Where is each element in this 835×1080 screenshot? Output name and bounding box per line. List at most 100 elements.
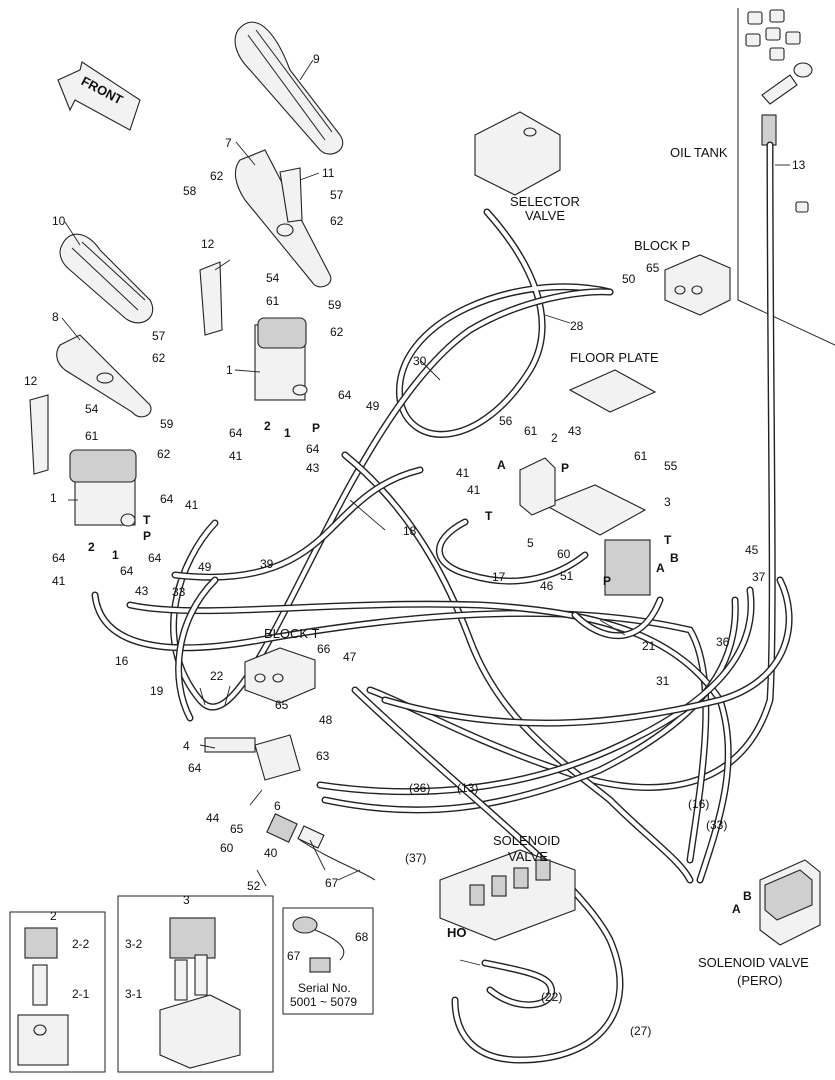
selector-valve-label-2: VALVE [525,208,565,223]
callout-12-b: 12 [24,374,38,388]
callout-33: 33 [172,585,186,599]
port-1-a: 1 [284,426,291,440]
callout-1-b: 1 [50,491,57,505]
callout-57-b: 57 [152,329,166,343]
callout-9: 9 [313,52,320,66]
callout-1-a: 1 [226,363,233,377]
section-labels: OIL TANK SELECTOR VALVE BLOCK P FLOOR PL… [264,145,809,1009]
callout-4: 4 [183,739,190,753]
callout-7: 7 [225,136,232,150]
callout-43-a: 43 [306,461,320,475]
callout-48: 48 [319,713,333,727]
callout-54-b: 54 [85,402,99,416]
leader-lines [61,59,790,966]
callout-64-b: 64 [229,426,243,440]
port-1-b: 1 [112,548,119,562]
ho-label: HO [447,925,467,940]
callout-8: 8 [52,310,59,324]
manifold-block [519,457,651,596]
port-t-c: T [664,533,672,547]
detail-box-2 [9,911,106,1073]
port-p-c: P [561,461,569,475]
callout-66: 66 [317,642,331,656]
callout-44: 44 [206,811,220,825]
callout-45: 45 [745,543,759,557]
detail-3-parts [159,917,241,1069]
callout-13-a: 13 [792,158,806,172]
callout-55: 55 [664,459,678,473]
callout-64-a: 64 [338,388,352,402]
control-valve-lower [69,449,137,527]
port-2-b: 2 [88,540,95,554]
pressure-switch-40 [266,813,325,849]
port-a-a: A [497,458,506,472]
callout-18: 18 [403,524,417,538]
callout-65-a: 65 [646,261,660,275]
oil-tank-label: OIL TANK [670,145,728,160]
callout-62-a: 62 [210,169,224,183]
bracket-12 [29,261,223,475]
callout-17: 17 [492,570,506,584]
block-p-label: BLOCK P [634,238,690,253]
callout-56: 56 [499,414,513,428]
solenoid-pero-label-1: SOLENOID VALVE [698,955,809,970]
callout-11: 11 [322,166,335,180]
callout-31: 31 [656,674,670,688]
detail-2-parts [17,927,69,1066]
detail-box-3 [117,895,274,1073]
serial-label-1: Serial No. [298,981,351,995]
selector-valve [474,111,561,196]
port-b-a: B [670,551,679,565]
callout-67-a: 67 [325,876,339,890]
callout-49-b: 49 [198,560,212,574]
callout-10: 10 [52,214,66,228]
callout-62-b: 62 [330,214,344,228]
callout-39: 39 [260,557,274,571]
callout-3-a: 3 [664,495,671,509]
callout-57-a: 57 [330,188,344,202]
callout-43-b: 43 [135,584,149,598]
callout-6: 6 [274,799,281,813]
callout-65-b: 65 [275,698,289,712]
block-t [244,647,316,704]
callout-3-box: 3 [183,893,190,907]
callout-61-a: 61 [266,294,280,308]
callout-22: 22 [210,669,224,683]
callout-41-e: 41 [467,483,481,497]
callout-21: 21 [642,639,656,653]
callout-p33: (33) [706,818,727,832]
solenoid-pero-label-2: (PERO) [737,973,783,988]
callout-65-c: 65 [230,822,244,836]
callout-3-1: 3-1 [125,987,143,1001]
port-p-b: P [143,529,151,543]
port-t-b: T [485,509,493,523]
callout-37-a: 37 [752,570,766,584]
callout-p22: (22) [541,990,562,1004]
callout-p13: (13) [457,781,478,795]
callout-63: 63 [316,749,330,763]
pedal-10 [59,233,153,324]
detail-box-serial [282,907,374,1015]
callout-64-g: 64 [120,564,134,578]
callout-49-a: 49 [366,399,380,413]
callout-52: 52 [247,879,261,893]
callout-64-f: 64 [148,551,162,565]
port-2-a: 2 [264,419,271,433]
callout-64-e: 64 [52,551,66,565]
callout-16: 16 [115,654,129,668]
callout-61-b: 61 [85,429,99,443]
callout-28: 28 [570,319,584,333]
solenoid-valve-pero [759,859,821,946]
floor-plate-label: FLOOR PLATE [570,350,659,365]
callout-12-a: 12 [201,237,215,251]
callout-41-d: 41 [456,466,470,480]
port-a-b: A [656,561,665,575]
callout-p16: (16) [688,797,709,811]
port-p-a: P [312,421,320,435]
callout-64-d: 64 [160,492,174,506]
port-a-c: A [732,902,741,916]
callout-59-b: 59 [160,417,174,431]
callout-2-1: 2-1 [72,987,90,1001]
callout-41-b: 41 [185,498,199,512]
